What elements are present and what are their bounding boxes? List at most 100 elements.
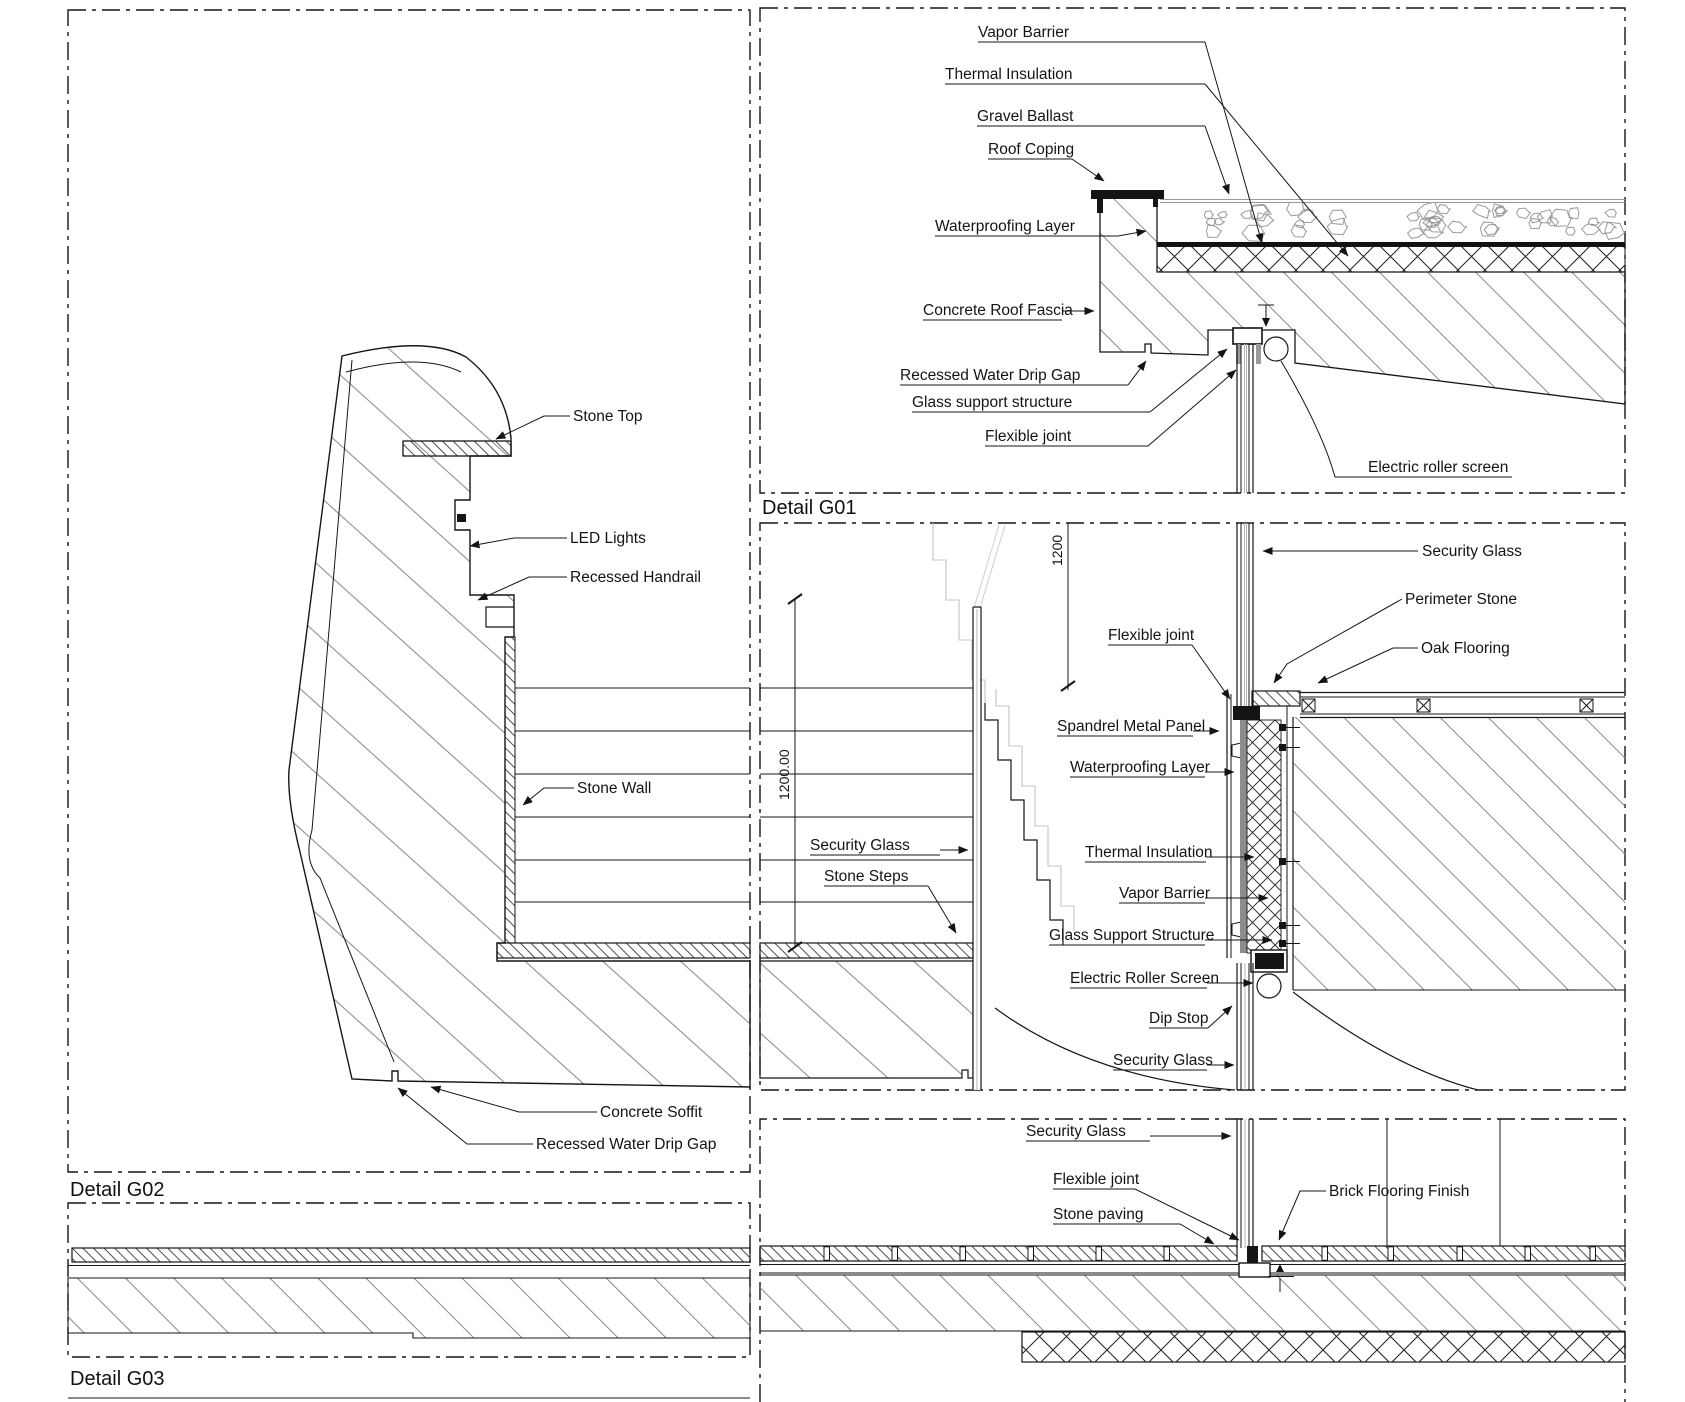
callout-label: Security Glass xyxy=(810,837,910,854)
paving-joint xyxy=(1163,1246,1170,1261)
paving-joint xyxy=(1456,1246,1463,1261)
callout-label: Flexible joint xyxy=(985,428,1072,445)
gravel-stone xyxy=(1406,227,1427,239)
callout-label: Vapor Barrier xyxy=(1119,885,1210,902)
gravel-stone xyxy=(1604,221,1625,240)
callout-waterproofing-layer: Waterproofing Layer xyxy=(935,218,1147,237)
callout-label: Waterproofing Layer xyxy=(1070,759,1210,776)
callout-security-glass-top: Security Glass xyxy=(1262,543,1522,560)
callout-recessed-handrail: Recessed Handrail xyxy=(477,569,701,601)
callout-label: Flexible joint xyxy=(1108,627,1195,644)
gravel-stone xyxy=(1422,217,1442,229)
callout-label: Concrete Roof Fascia xyxy=(923,302,1073,319)
detail-g03-title: Detail G03 xyxy=(70,1368,165,1390)
level-marker-icon xyxy=(1276,1264,1284,1272)
callout-led-lights: LED Lights xyxy=(469,530,646,549)
spandrel-assembly xyxy=(1226,694,1300,999)
fixing-anchors xyxy=(1279,724,1300,947)
callout-thermal-insulation-wall: Thermal Insulation xyxy=(1085,844,1255,863)
callout-stone-top: Stone Top xyxy=(495,408,643,440)
gravel-stone xyxy=(1447,220,1468,234)
stone-lining-strip xyxy=(504,636,516,944)
concrete-roof-fascia-shape xyxy=(1099,196,1626,405)
gravel-ballast-band xyxy=(1203,203,1625,242)
gravel-stone xyxy=(1597,221,1618,235)
callout-security-glass-bottom: Security Glass xyxy=(1113,1052,1235,1071)
paving-joint xyxy=(959,1246,966,1261)
stone-top-slab xyxy=(402,440,512,457)
gravel-stone xyxy=(1205,217,1217,227)
dimension-wall-height: 1200.00 xyxy=(776,593,803,953)
gravel-stone xyxy=(1249,204,1273,222)
callout-label: Perimeter Stone xyxy=(1405,591,1517,608)
detail-g03-callouts: Security Glass Flexible joint Stone pavi… xyxy=(1026,1123,1469,1245)
callout-label: Flexible joint xyxy=(1053,1171,1140,1188)
callout-glass-support-structure-wall: Glass Support Structure xyxy=(1049,927,1273,946)
gravel-stone xyxy=(1568,207,1580,220)
glass-track-top xyxy=(1233,706,1260,720)
thermal-insulation-band xyxy=(1156,246,1626,273)
brick-flooring-band xyxy=(1261,1245,1626,1262)
detail-g03-right-panel xyxy=(759,1119,1626,1363)
callout-gravel-ballast: Gravel Ballast xyxy=(977,108,1230,195)
gravel-stone xyxy=(1587,217,1602,226)
waterproofing-membrane xyxy=(1157,242,1625,247)
stone-wall-face-line xyxy=(308,359,395,1063)
callout-flexible-joint-wall: Flexible joint xyxy=(1108,627,1231,700)
detail-g01-roof-edge xyxy=(1091,190,1626,493)
gravel-stone xyxy=(1429,215,1443,226)
gravel-stone xyxy=(1290,224,1308,238)
oak-flooring-band xyxy=(1300,691,1625,719)
callout-electric-roller-screen: Electric roller screen xyxy=(1280,360,1512,478)
gravel-stone xyxy=(1436,204,1452,215)
thermal-insulation-strip xyxy=(1246,719,1282,954)
recessed-handrail-groove xyxy=(485,606,514,628)
dimension-text-height: 1200.00 xyxy=(776,749,792,800)
gravel-stone xyxy=(1604,208,1617,218)
floor-slab-concrete xyxy=(1293,717,1625,990)
gravel-stone xyxy=(1494,206,1507,217)
paving-joint xyxy=(1589,1246,1596,1261)
detail-g02-stone-parapet xyxy=(288,345,751,1088)
paving-joint xyxy=(1524,1246,1531,1261)
callout-label: Security Glass xyxy=(1026,1123,1126,1140)
callout-label: Recessed Water Drip Gap xyxy=(536,1136,716,1153)
panel-frame-detail-g01 xyxy=(759,7,1626,494)
glass-shoe-base xyxy=(1238,1262,1271,1278)
callout-spandrel-metal-panel: Spandrel Metal Panel xyxy=(1057,718,1220,737)
detail-g02-callouts: Stone Top LED Lights Recessed Handrail S… xyxy=(397,408,716,1153)
callout-perimeter-stone: Perimeter Stone xyxy=(1273,591,1517,684)
stone-tread-band-right xyxy=(759,942,974,959)
gravel-stone xyxy=(1286,203,1310,217)
soffit-haunch-arc-right xyxy=(1292,991,1479,1091)
callout-label: Waterproofing Layer xyxy=(935,218,1075,235)
glass-track-bottom xyxy=(1255,953,1284,969)
gravel-stone xyxy=(1529,212,1545,224)
callout-label: Thermal Insulation xyxy=(1085,844,1213,861)
callout-thermal-insulation: Thermal Insulation xyxy=(945,66,1349,257)
concrete-slab-left xyxy=(67,1277,751,1339)
callout-label: Stone paving xyxy=(1053,1206,1144,1223)
security-glass-fin xyxy=(972,524,1006,1090)
glass-gasket-right xyxy=(1256,344,1261,364)
stone-paving-band xyxy=(759,1245,1238,1262)
security-glass-above-floor xyxy=(1236,523,1254,708)
callout-label: Recessed Handrail xyxy=(570,569,701,586)
soffit-haunch-arc-left xyxy=(994,1007,1236,1091)
gravel-stone xyxy=(1406,211,1421,222)
callout-electric-roller-screen-wall: Electric Roller Screen xyxy=(1070,970,1254,989)
paving-joint xyxy=(891,1246,898,1261)
callout-label: Vapor Barrier xyxy=(978,24,1069,41)
glass-head-track xyxy=(1232,327,1263,345)
panel-frame-detail-g02 xyxy=(67,9,751,1173)
callout-stone-paving: Stone paving xyxy=(1053,1206,1215,1245)
cap-under-curve xyxy=(345,361,462,373)
callout-concrete-soffit: Concrete Soffit xyxy=(430,1085,703,1121)
callout-label: Brick Flooring Finish xyxy=(1329,1183,1469,1200)
gravel-stone xyxy=(1249,203,1270,220)
callout-stone-wall: Stone Wall xyxy=(522,780,651,806)
callout-security-glass-g03: Security Glass xyxy=(1026,1123,1232,1142)
callout-label: Glass Support Structure xyxy=(1049,927,1214,944)
stone-steps-ghost xyxy=(995,689,1075,931)
